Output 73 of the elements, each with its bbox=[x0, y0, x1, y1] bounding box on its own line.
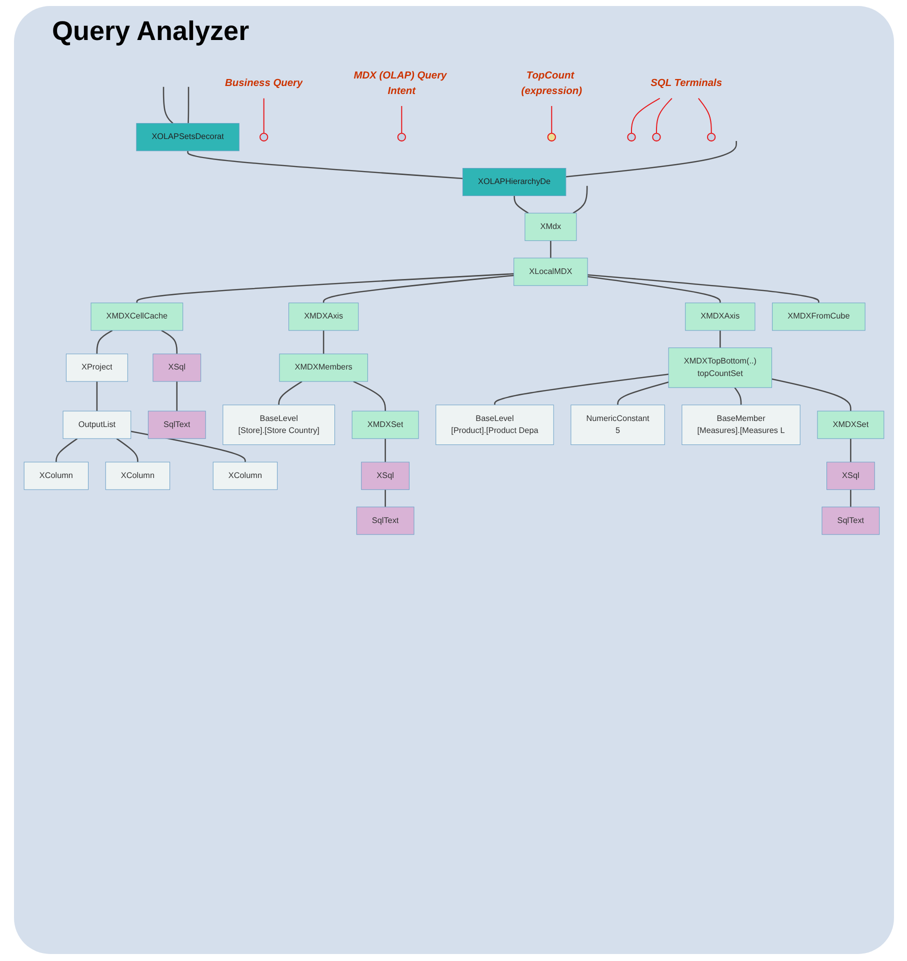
connector bbox=[161, 330, 178, 354]
connector bbox=[353, 380, 386, 412]
connector bbox=[116, 438, 138, 462]
connector bbox=[588, 274, 820, 303]
connector bbox=[176, 381, 178, 412]
connector bbox=[384, 490, 386, 507]
node-box: XProject bbox=[66, 354, 128, 382]
connector bbox=[162, 86, 174, 124]
node-box: XColumn bbox=[105, 462, 170, 490]
connector bbox=[734, 387, 742, 405]
connector bbox=[850, 438, 852, 462]
node-box: OutputList bbox=[62, 410, 132, 439]
node-box: XColumn bbox=[212, 462, 278, 490]
node-box: XMdx bbox=[524, 212, 577, 241]
node-box: SqlText bbox=[356, 506, 414, 535]
node-text: SQL Terminals bbox=[650, 77, 722, 89]
connector bbox=[187, 150, 463, 180]
connector bbox=[188, 86, 190, 124]
node-circle bbox=[547, 132, 556, 142]
node-box: XMDXAxis bbox=[685, 302, 756, 331]
node-box: XSql bbox=[361, 462, 410, 490]
connector bbox=[56, 438, 78, 462]
connector bbox=[572, 186, 588, 214]
node-circle bbox=[397, 132, 406, 142]
connector bbox=[96, 330, 113, 354]
connector bbox=[566, 140, 737, 178]
node-box: XMDXSet bbox=[352, 410, 419, 439]
connector bbox=[550, 240, 552, 258]
connector bbox=[278, 380, 302, 405]
connector bbox=[322, 330, 324, 354]
node-box: XSql bbox=[826, 462, 875, 490]
connector bbox=[772, 378, 852, 412]
node-box: SqlText bbox=[822, 506, 880, 535]
node-text: MDX (OLAP) Query Intent bbox=[354, 70, 447, 96]
node-text: Business Query bbox=[225, 77, 303, 89]
node-text: TopCount (expression) bbox=[521, 70, 582, 96]
node-box: XLocalMDX bbox=[514, 258, 588, 286]
node-box: SqlText bbox=[148, 410, 206, 439]
connector bbox=[587, 276, 721, 303]
diagram-title: Query Analyzer bbox=[52, 16, 250, 47]
node-box: XMDXCellCache bbox=[90, 302, 184, 331]
connector bbox=[720, 330, 721, 348]
node-box: XMDXSet bbox=[817, 410, 884, 439]
connector bbox=[136, 273, 514, 304]
node-box: XMDXFromCube bbox=[772, 302, 866, 331]
node-box: XMDXAxis bbox=[288, 302, 359, 331]
connector bbox=[850, 490, 852, 507]
node-box: BaseLevel [Store].[Store Country] bbox=[222, 404, 335, 445]
connector bbox=[617, 381, 669, 405]
node-circle bbox=[260, 132, 268, 142]
connector bbox=[263, 98, 264, 134]
connector bbox=[494, 374, 669, 405]
node-box: XOLAPSetsDecorat bbox=[136, 123, 240, 152]
node-circle bbox=[652, 132, 661, 142]
connector bbox=[656, 98, 672, 134]
node-box: XMDXMembers bbox=[279, 354, 368, 382]
connector bbox=[384, 438, 386, 462]
connector bbox=[96, 381, 98, 412]
node-circle bbox=[627, 132, 636, 142]
node-box: BaseMember [Measures].[Measures L bbox=[682, 404, 800, 445]
node-box: NumericConstant 5 bbox=[570, 404, 665, 445]
connector bbox=[401, 106, 402, 134]
node-circle bbox=[707, 132, 716, 142]
node-box: BaseLevel [Product].[Product Depa bbox=[436, 404, 554, 445]
node-box: XMDXTopBottom(..) topCountSet bbox=[668, 348, 772, 388]
node-box: XSql bbox=[152, 354, 202, 382]
node-box: XColumn bbox=[24, 462, 89, 490]
connector bbox=[630, 98, 660, 134]
node-box: XOLAPHierarchyDe bbox=[462, 168, 566, 196]
connector bbox=[551, 106, 552, 134]
connector bbox=[322, 274, 514, 303]
connector bbox=[514, 196, 529, 214]
connector bbox=[698, 98, 712, 134]
